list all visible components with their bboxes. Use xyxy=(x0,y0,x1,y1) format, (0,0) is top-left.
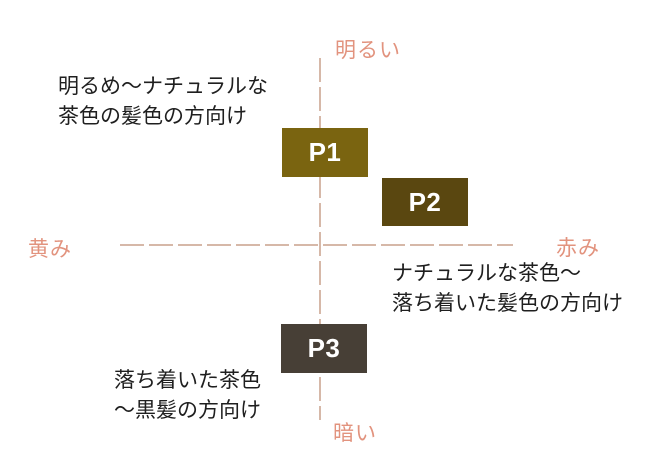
annotation-bottom-left: 落ち着いた茶色 ～黒髪の方向け xyxy=(114,366,261,426)
annotation-bottom-right-line2: 落ち着いた髪色の方向け xyxy=(392,292,623,315)
annotation-bottom-left-line2: ～黒髪の方向け xyxy=(114,399,261,422)
axis-label-bright: 明るい xyxy=(335,39,401,62)
axis-label-dark: 暗い xyxy=(333,422,377,445)
annotation-top-left-line2: 茶色の髪色の方向け xyxy=(58,105,247,128)
axis-label-yellowish: 黄み xyxy=(28,238,72,261)
axis-label-reddish: 赤み xyxy=(556,237,600,260)
point-box-p2: P2 xyxy=(382,178,468,226)
point-box-p2-label: P2 xyxy=(408,186,442,217)
annotation-bottom-left-line1: 落ち着いた茶色 xyxy=(114,369,261,392)
point-box-p1-label: P1 xyxy=(308,137,342,167)
point-box-p1: P1 xyxy=(282,128,368,177)
annotation-top-left: 明るめ～ナチュラルな 茶色の髪色の方向け xyxy=(58,72,268,132)
annotation-top-left-line1: 明るめ～ナチュラルな xyxy=(58,75,268,98)
annotation-bottom-right-line1: ナチュラルな茶色～ xyxy=(392,262,581,285)
point-box-p3-label: P3 xyxy=(307,333,341,363)
annotation-bottom-right: ナチュラルな茶色～ 落ち着いた髪色の方向け xyxy=(392,259,623,319)
point-box-p3: P3 xyxy=(281,324,367,373)
